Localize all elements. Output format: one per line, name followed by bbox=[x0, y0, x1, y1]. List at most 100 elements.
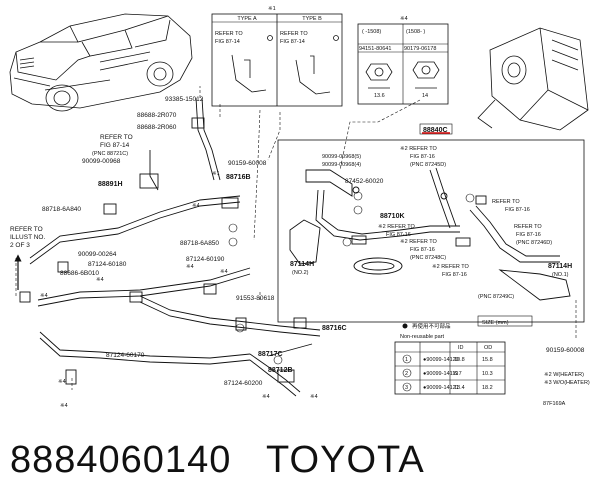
lbl-refer-87-14-2: FIG 87-14 bbox=[100, 142, 130, 149]
lbl-93385: 93385-15012 bbox=[165, 96, 204, 103]
star4-m3: ※4 bbox=[40, 292, 48, 299]
lbl-88891h: 88891H bbox=[98, 181, 123, 188]
type-b-refer-2: FIG 87-14 bbox=[280, 39, 305, 45]
star4-m2: ※4 bbox=[96, 276, 104, 283]
type-a-refer-1: REFER TO bbox=[215, 31, 243, 37]
lbl-88688-2r070: 88688-2R070 bbox=[137, 112, 177, 119]
lbl-ref-87-16-c2: FIG 87-16 bbox=[386, 232, 411, 238]
legend-nonreusable-jp: 再使用不可部品 bbox=[412, 322, 451, 330]
lbl-refer-87-14-1: REFER TO bbox=[100, 134, 133, 141]
lbl-88716b: 88716B bbox=[226, 174, 251, 181]
lbl-87124-60180: 87124-60180 bbox=[88, 261, 127, 268]
lbl-ref-87-16-a2: FIG 87-16 bbox=[410, 154, 435, 160]
star4-m8: ※4 bbox=[262, 393, 270, 400]
lbl-87114h-no2: 87114H bbox=[290, 261, 314, 268]
row3-pn: ●90099-14121 bbox=[423, 385, 459, 391]
size-table: 再使用不可部品 Non-reusable part SIZE (mm) ID O… bbox=[394, 315, 533, 395]
lbl-88718-6a840: 88718-6A840 bbox=[42, 206, 81, 213]
note-heater: ※2 W(HEATER) bbox=[544, 371, 584, 378]
col-id: ID bbox=[458, 345, 464, 351]
lbl-88716c: 88716C bbox=[322, 325, 347, 332]
pn-90179: 90179-06178 bbox=[404, 46, 436, 52]
type-box: TYPE A TYPE B ※1 REFER TO FIG 87-14 REFE… bbox=[211, 5, 343, 107]
col-od: OD bbox=[484, 345, 492, 351]
lbl-88688-2r060: 88688-2R060 bbox=[137, 124, 177, 131]
star4-m5: ※4 bbox=[220, 268, 228, 275]
caption-part-number: 8884060140 bbox=[10, 439, 232, 481]
row1-pn: ●90099-14120 bbox=[423, 357, 459, 363]
row3-id: 13.4 bbox=[454, 385, 465, 391]
lbl-88712b: 88712B bbox=[268, 367, 293, 374]
lbl-87452-60020: 87452-60020 bbox=[345, 178, 384, 185]
legend-nonreusable-en: Non-reusable part bbox=[400, 334, 444, 340]
lbl-87124-60200: 87124-60200 bbox=[224, 380, 263, 387]
star1-m2: ※1 bbox=[212, 170, 220, 177]
star1-label: ※1 bbox=[268, 5, 276, 12]
caption-bar: 8884060140 TOYOTA bbox=[10, 432, 590, 488]
lbl-ref-87-16-f1: ※2 REFER TO bbox=[432, 263, 470, 270]
lbl-ref-87-16-b1: REFER TO bbox=[492, 199, 520, 205]
lbl-87114h-no2-sub: (NO.2) bbox=[292, 270, 309, 276]
heater-unit-illustration bbox=[477, 27, 589, 131]
size-title: SIZE (mm) bbox=[482, 320, 509, 326]
lbl-90099-00968: 90099-00968 bbox=[82, 158, 121, 165]
fig-code: 87F169A bbox=[543, 401, 566, 407]
row2-no: 2 bbox=[405, 371, 408, 377]
row2-od: 10.3 bbox=[482, 371, 493, 377]
row2-id: 6.7 bbox=[454, 371, 462, 377]
lbl-91553-80618: 91553-80618 bbox=[236, 295, 275, 302]
lbl-ref-87-16-c1: ※2 REFER TO bbox=[378, 223, 416, 230]
star4-m9: ※4 bbox=[310, 393, 318, 400]
type-a-label: TYPE A bbox=[237, 16, 257, 22]
star4-m6: ※4 bbox=[58, 378, 66, 385]
lbl-88686-6b010: 88686-6B010 bbox=[60, 270, 99, 277]
lbl-ref-87-16-a1: ※2 REFER TO bbox=[400, 145, 438, 152]
lbl-ref-87-16-e2: FIG 87-16 bbox=[410, 247, 435, 253]
note-no-heater: ※3 W/O(HEATER) bbox=[544, 379, 590, 386]
row3-no: 3 bbox=[405, 385, 408, 391]
pn-94151: 94151-80641 bbox=[359, 46, 391, 52]
dim-14: 14 bbox=[422, 93, 428, 99]
row1-no: 1 bbox=[405, 357, 408, 363]
lbl-90159-60008-a: 90159-60008 bbox=[228, 160, 267, 167]
star4-m4: ※4 bbox=[186, 263, 194, 270]
heater-pipe-box: 88840C bbox=[277, 123, 585, 323]
pipe-size-markers bbox=[228, 191, 475, 365]
lbl-90099-00264: 90099-00264 bbox=[78, 251, 117, 258]
lbl-88718-6a850: 88718-6A850 bbox=[180, 240, 219, 247]
star4-m7: ※4 bbox=[60, 402, 68, 409]
star4-top: ※4 bbox=[400, 15, 408, 22]
lbl-ref-87-16-f2: FIG 87-16 bbox=[442, 272, 467, 278]
lbl-ref-87-16-e3: (PNC 87248C) bbox=[410, 255, 446, 261]
lbl-87124-60170: 87124-60170 bbox=[106, 352, 145, 359]
lbl-refer-87-14-3: (PNC 88721C) bbox=[92, 151, 128, 157]
lbl-ref-87-16-d3: (PNC 87246D) bbox=[516, 240, 552, 246]
lbl-88710k: 88710K bbox=[380, 213, 405, 220]
lbl-refer-illust-2: ILLUST NO. bbox=[10, 234, 45, 241]
lbl-refer-illust-3: 2 OF 3 bbox=[10, 242, 30, 249]
lbl-ref-87-16-d2: FIG 87-16 bbox=[516, 232, 541, 238]
lbl-90159-60008-b: 90159-60008 bbox=[546, 347, 585, 354]
lbl-ref-87-16-e1: ※2 REFER TO bbox=[400, 238, 438, 245]
lbl-ref-87-16-f3: (PNC 87249C) bbox=[478, 294, 514, 300]
col-1508-a: ( -1508) bbox=[362, 29, 381, 35]
row1-id: 10.8 bbox=[454, 357, 465, 363]
lbl-refer-illust-1: REFER TO bbox=[10, 226, 43, 233]
type-a-refer-2: FIG 87-14 bbox=[215, 39, 240, 45]
lbl-ref-87-16-d1: REFER TO bbox=[514, 224, 542, 230]
lbl-87114h-no1: 87114H bbox=[548, 263, 572, 270]
type-b-refer-1: REFER TO bbox=[280, 31, 308, 37]
lbl-88717c: 88717C bbox=[258, 351, 283, 358]
col-1508-b: (1508- ) bbox=[406, 29, 425, 35]
pn-88840c: 88840C bbox=[423, 127, 448, 134]
lbl-ref-87-16-b2: FIG 87-16 bbox=[505, 207, 530, 213]
type-b-label: TYPE B bbox=[302, 16, 322, 22]
star4-m1: ※4 bbox=[192, 202, 200, 209]
lbl-90099-00968-5: 90099-00968(5) bbox=[322, 154, 361, 160]
lbl-ref-87-16-a3: (PNC 87245D) bbox=[410, 162, 446, 168]
leader-lines bbox=[15, 86, 577, 390]
pipe-routing bbox=[19, 97, 321, 397]
lbl-87124-60190: 87124-60190 bbox=[186, 256, 225, 263]
callout-labels: 93385-15012 88688-2R070 88688-2R060 REFE… bbox=[10, 96, 590, 409]
